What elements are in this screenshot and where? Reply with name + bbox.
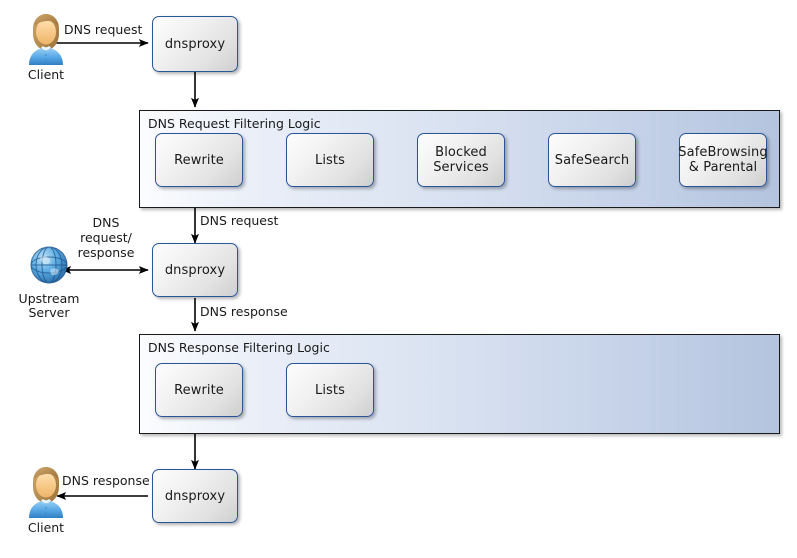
request-stage-blocked-services[interactable]: Blocked Services xyxy=(417,133,505,187)
stage-label: Lists xyxy=(315,382,345,398)
request-stage-lists[interactable]: Lists xyxy=(286,133,374,187)
label-dnsproxy-to-client-response: DNS response xyxy=(62,473,150,488)
dnsproxy-bottom-label: dnsproxy xyxy=(164,488,226,504)
stage-label: Rewrite xyxy=(174,382,224,398)
stage-label: Rewrite xyxy=(174,152,224,168)
dnsproxy-top-label: dnsproxy xyxy=(164,36,226,52)
user-icon xyxy=(29,467,63,518)
dnsproxy-middle-box[interactable]: dnsproxy xyxy=(152,243,238,297)
user-icon xyxy=(29,14,63,65)
label-client-to-dnsproxy-request: DNS request xyxy=(64,22,143,37)
stage-label: SafeSearch xyxy=(554,152,630,168)
dnsproxy-middle-label: dnsproxy xyxy=(164,262,226,278)
actor-label: Client xyxy=(27,67,65,82)
stage-label: SafeBrowsing & Parental xyxy=(678,145,768,175)
dns-request-filtering-title: DNS Request Filtering Logic xyxy=(148,116,321,131)
actor-upstream-server: Upstream Server xyxy=(3,240,95,320)
dns-response-filtering-group: DNS Response Filtering Logic xyxy=(139,334,780,434)
label-dnsproxy-request-down: DNS request xyxy=(200,213,279,228)
stage-label: Lists xyxy=(315,152,345,168)
dns-response-filtering-title: DNS Response Filtering Logic xyxy=(148,340,330,355)
label-dnsproxy-response-down: DNS response xyxy=(200,304,288,319)
dnsproxy-top-box[interactable]: dnsproxy xyxy=(152,16,238,72)
response-stage-rewrite[interactable]: Rewrite xyxy=(155,363,243,417)
request-stage-safesearch[interactable]: SafeSearch xyxy=(548,133,636,187)
label-upstream-request-response: DNS request/ response xyxy=(77,215,135,260)
actor-client-top: Client xyxy=(0,8,92,82)
actor-client-bottom: Client xyxy=(0,461,92,535)
stage-label: Blocked Services xyxy=(433,145,489,175)
actor-label: Client xyxy=(27,520,65,535)
globe-icon xyxy=(30,246,68,284)
request-stage-rewrite[interactable]: Rewrite xyxy=(155,133,243,187)
request-stage-safebrowsing-parental[interactable]: SafeBrowsing & Parental xyxy=(678,133,768,187)
response-stage-lists[interactable]: Lists xyxy=(286,363,374,417)
actor-label: Upstream Server xyxy=(18,291,80,320)
dnsproxy-bottom-box[interactable]: dnsproxy xyxy=(152,469,238,523)
